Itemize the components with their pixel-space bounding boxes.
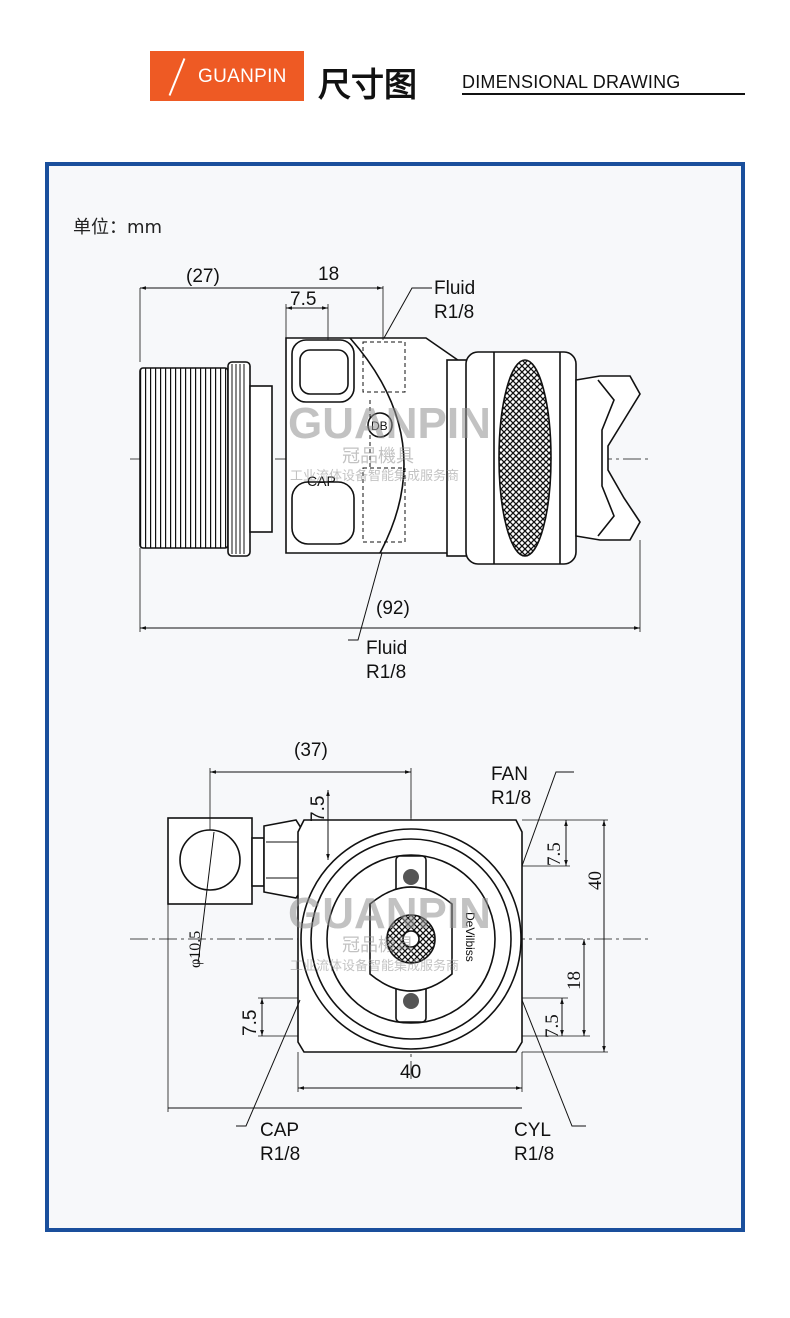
dim-40-right: 40 (585, 871, 606, 890)
cyl-label: CYL (514, 1120, 551, 1141)
dim-7-5-right-bottom: 7.5 (542, 1014, 563, 1038)
page-title-cn: 尺寸图 (318, 65, 417, 104)
watermark-slogan-2: 工业流体设备智能集成服务商 (290, 958, 459, 974)
watermark-bottom: GUANPIN 冠品機具 工业流体设备智能集成服务商 (288, 889, 491, 974)
watermark-logo-2: GUANPIN (288, 889, 491, 938)
cap-rim (227, 361, 251, 557)
cyl-thread: R1/8 (514, 1144, 554, 1165)
dim-7-5-vertical-top: 7.5 (308, 796, 329, 822)
bottom-view-labels: (37) 7.5 FAN R1/8 7.5 40 φ10.5 DeVilbiss… (187, 740, 606, 1165)
watermark-cn: 冠品機具 (342, 446, 414, 467)
air-cap-ring-inner (310, 838, 512, 1040)
cyl-leader (521, 999, 586, 1127)
cap-neck (249, 385, 273, 533)
fluid-thread-top: R1/8 (434, 302, 474, 323)
fluid-bottom-leader (348, 552, 383, 641)
dim-7-5: 7.5 (290, 289, 316, 310)
watermark-cn-2: 冠品機具 (342, 935, 414, 956)
dim-40-bottom: 40 (400, 1062, 421, 1083)
top-view: CAP DB (130, 286, 650, 641)
title-underline (462, 93, 745, 95)
dim-18: 18 (318, 264, 339, 285)
watermark-slogan: 工业流体设备智能集成服务商 (290, 468, 459, 484)
unit-label: 单位：mm (73, 217, 163, 238)
horn-hole-top (403, 869, 419, 885)
watermark-logo: GUANPIN (288, 399, 491, 448)
knurled-cap (139, 367, 229, 549)
fan-label: FAN (491, 764, 528, 785)
fluid-inlet (179, 829, 241, 891)
brand-badge: GUANPIN (150, 51, 304, 101)
db-mark-circle (367, 412, 393, 438)
dim-7-5-right-top: 7.5 (544, 842, 565, 866)
fluid-label-bottom: Fluid (366, 638, 407, 659)
phi-leader (197, 831, 215, 965)
dim-phi: φ10.5 (187, 931, 204, 968)
watermark-top: GUANPIN 冠品機具 工业流体设备智能集成服务商 (288, 399, 491, 484)
collar (446, 359, 468, 557)
dim-27: (27) (186, 266, 220, 287)
cap-port (291, 481, 355, 545)
page-title-en: DIMENSIONAL DRAWING (462, 72, 681, 92)
devilbiss-engraving: DeVilbiss (463, 912, 477, 962)
air-cap-horns (575, 375, 641, 541)
body-contour (349, 337, 405, 554)
dim-7-5-left: 7.5 (240, 1010, 261, 1036)
fluid-label-top: Fluid (434, 278, 475, 299)
cap-thread: R1/8 (260, 1144, 300, 1165)
fan-thread: R1/8 (491, 788, 531, 809)
fluid-top-leader (383, 287, 432, 339)
fan-leader (521, 771, 574, 867)
horn-hole-bottom (403, 993, 419, 1009)
dim-37: (37) (294, 740, 328, 761)
db-mark: DB (371, 419, 388, 433)
bottom-view (130, 768, 650, 1127)
fluid-thread-bottom: R1/8 (366, 662, 406, 683)
top-view-labels: (27) 18 7.5 Fluid R1/8 (92) Fluid R1/8 (186, 264, 475, 683)
dim-92: (92) (376, 598, 410, 619)
cap-label: CAP (260, 1120, 299, 1141)
cap-leader (236, 999, 301, 1127)
cap-engraving: CAP (307, 473, 336, 489)
brand-name: GUANPIN (198, 66, 287, 87)
knurled-grip (498, 359, 552, 557)
dim-18-right: 18 (564, 971, 585, 990)
